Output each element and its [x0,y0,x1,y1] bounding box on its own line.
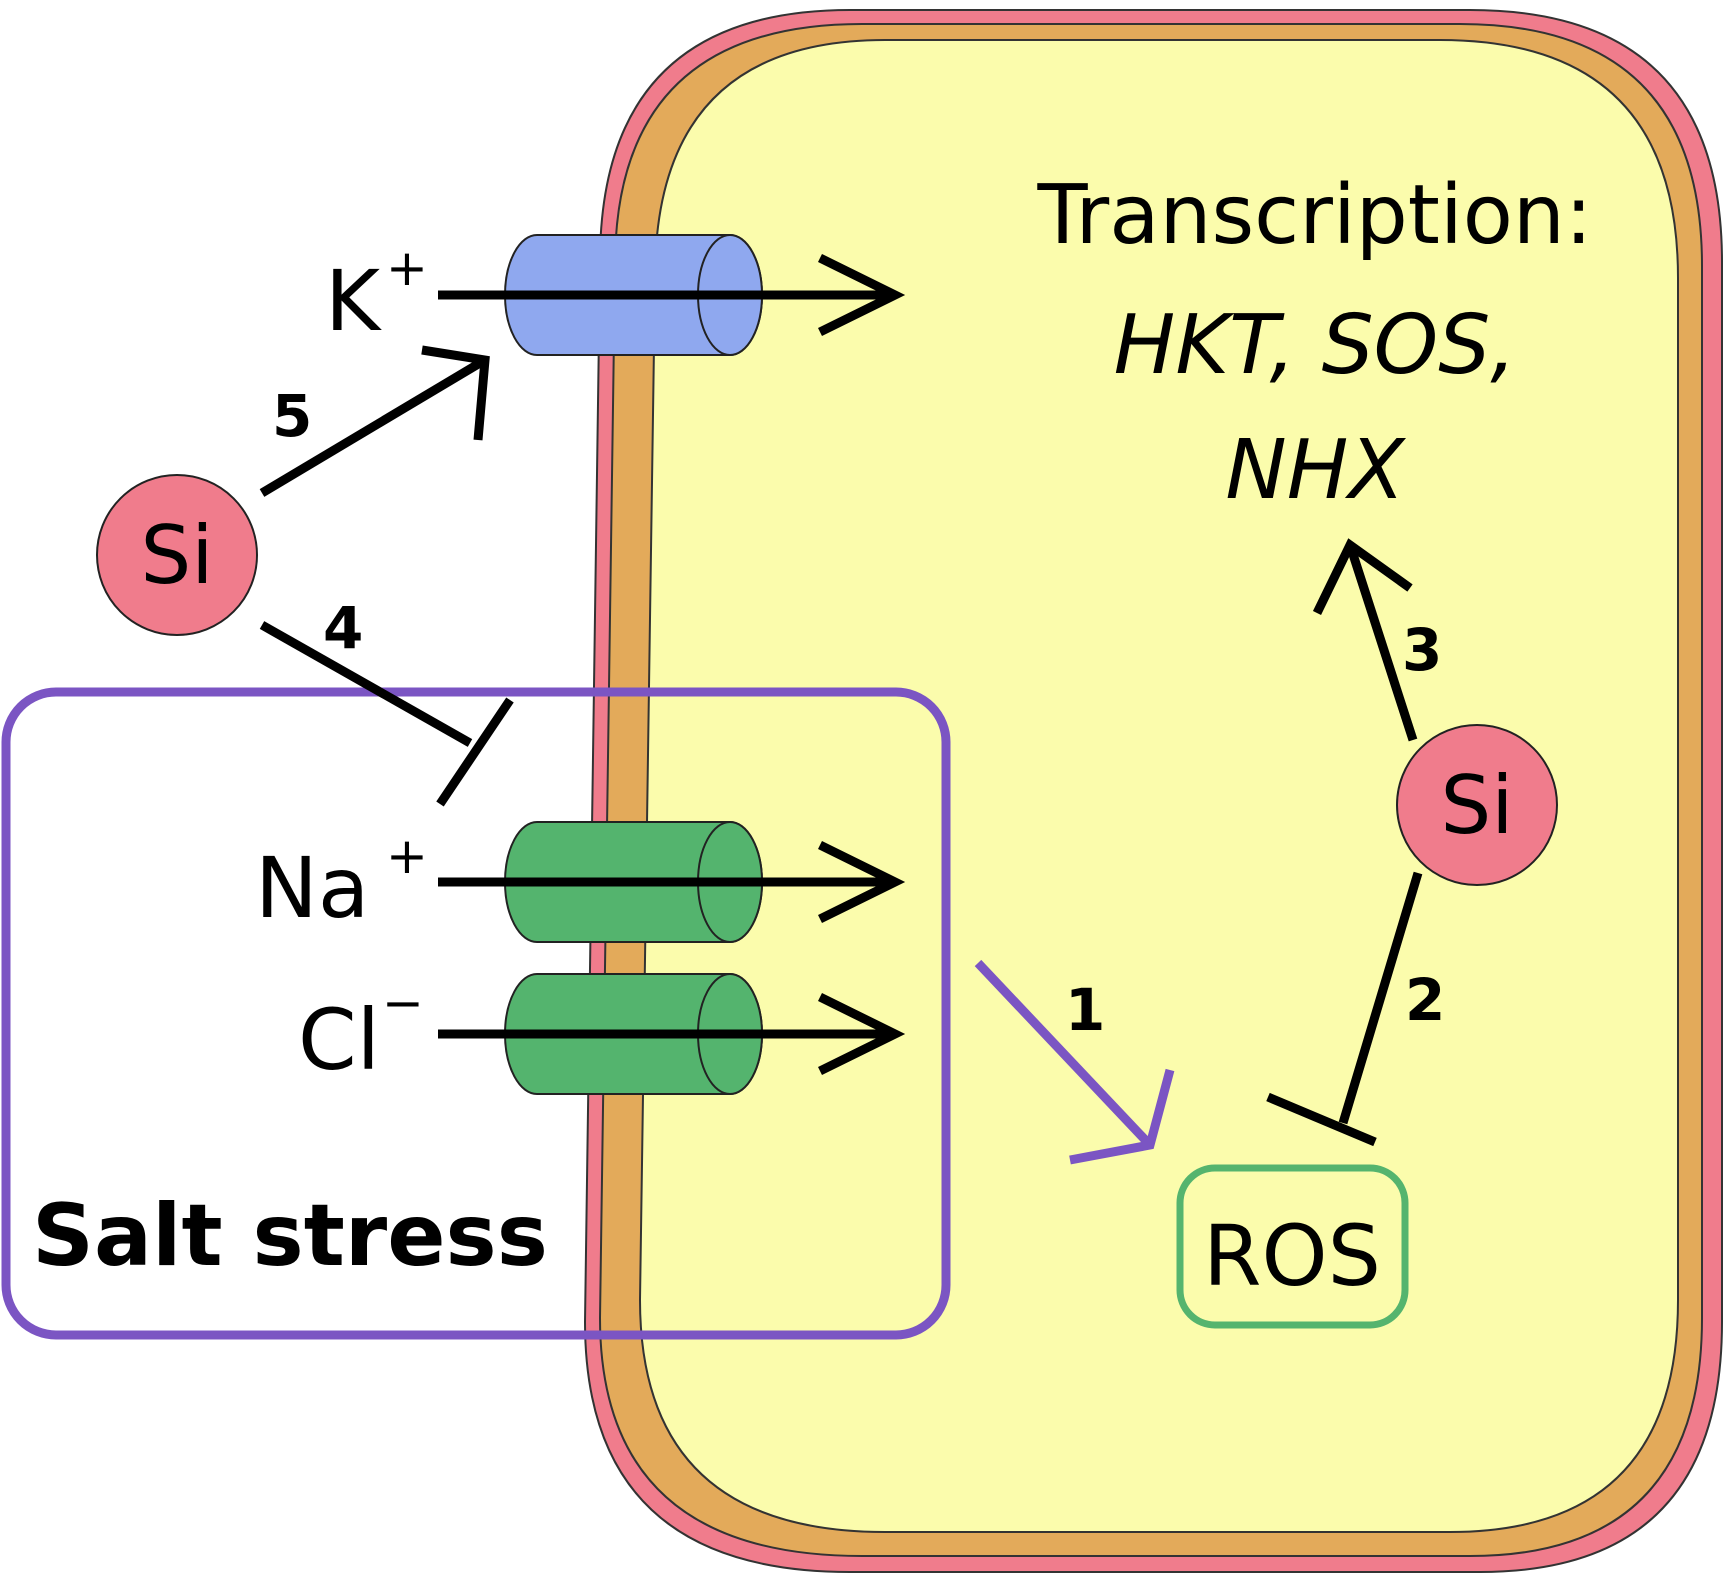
step-4-label: 4 [323,594,363,662]
inhibition-2 [1266,871,1423,1147]
genes-line-2: NHX [1225,423,1406,518]
cl-transport-arrow [438,992,906,1076]
arrow-3 [1312,538,1418,742]
ion-k-label: K [325,252,382,350]
ion-k-charge: + [386,239,428,297]
na-transport-arrow [438,840,906,924]
transcription-title: Transcription: [1036,168,1592,263]
salt-stress-box [1,687,951,1340]
arrow-1 [974,959,1175,1165]
ros-box [1176,1164,1409,1329]
si-left-circle [96,474,258,636]
salt-stress-label: Salt stress [32,1186,548,1286]
step-2-label: 2 [1405,966,1445,1034]
si-left-label: Si [140,509,213,602]
ion-cl-label: Cl [298,991,380,1089]
arrow-5 [259,345,490,497]
cytoplasm [638,39,1679,1533]
ion-na-label: Na [255,839,369,937]
step-1-label: 1 [1065,976,1105,1044]
ion-na-charge: + [386,827,428,885]
step-3-label: 3 [1402,616,1442,684]
step-5-label: 5 [272,382,312,450]
si-right-circle [1396,724,1558,886]
ros-label: ROS [1203,1207,1381,1305]
inhibition-4 [259,621,514,807]
si-right-label: Si [1440,759,1513,852]
genes-line-1: HKT, SOS, [1114,298,1517,393]
k-transport-arrow [438,253,906,337]
ion-cl-charge: − [382,974,424,1032]
